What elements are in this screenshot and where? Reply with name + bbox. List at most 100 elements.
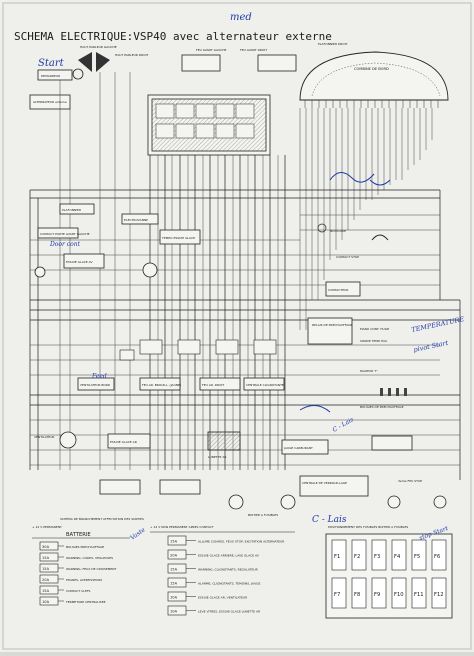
svg-text:COMBINE DE BORD: COMBINE DE BORD xyxy=(354,67,389,71)
fuse-slot-label: F8 xyxy=(354,592,360,598)
essuie-glace-ar-box xyxy=(107,433,151,449)
stop-lamp-icon xyxy=(387,495,401,509)
fuse-row-permanent: 20A PHARES, AVERTISSEURS xyxy=(39,574,102,584)
right-bus-wires xyxy=(299,108,433,330)
label-electrovanne: ELECTROVANNE xyxy=(124,218,148,222)
label-contact-stop: CONTACT STOP xyxy=(336,255,359,259)
handwritten-door: Door cont xyxy=(49,241,81,248)
label-essuie-glace-av: ESSUIE GLACE AV xyxy=(66,260,94,264)
fuse-slot: F7 xyxy=(331,577,347,609)
label-nivocode: NIVOCODE xyxy=(330,229,346,233)
fuse-rating: 10A xyxy=(170,596,178,600)
electrovanne-box xyxy=(121,213,159,225)
page-border xyxy=(2,2,472,650)
label-alternateur: ALTERNATEUR externe xyxy=(33,100,67,104)
label-feu-ar-droit: FEU AR. DROIT xyxy=(202,383,224,387)
combine-de-bord: COMBINE DE BORD xyxy=(299,51,449,101)
glow-plug-icons xyxy=(380,388,407,396)
jauge-box xyxy=(281,439,329,455)
fuse-slot: F1 xyxy=(331,539,347,571)
fuse-label: CONTACT CLEFS xyxy=(66,589,91,593)
fuse-slot-label: F2 xyxy=(354,554,360,560)
ink-scribble-2 xyxy=(369,179,391,186)
label-haut-parleur-droit: HAUT PARLEUR DROIT xyxy=(115,53,148,57)
washer-pump-icon xyxy=(34,266,46,278)
starter-motor-icon xyxy=(72,68,84,80)
ventilateur-bord-box xyxy=(77,377,115,391)
fuse-slot: F3 xyxy=(371,539,387,571)
fuse-rating: 15A xyxy=(42,589,50,593)
essuie-glace-av-box xyxy=(63,253,105,269)
label-haut-parleur-gauche: HAUT PARLEUR GAUCHE xyxy=(80,45,117,49)
tempo-box xyxy=(159,229,201,245)
label-feu-avant-droit: FEU AVANT DROIT xyxy=(240,48,267,52)
nivocode-icon xyxy=(317,223,327,233)
fuse-slot: F8 xyxy=(351,577,367,609)
connector-blocks xyxy=(119,339,277,361)
fuse-row-permanent: 15A CONTACT CLEFS xyxy=(39,585,91,595)
handwritten-feed: Feed xyxy=(91,373,107,380)
label-mano-huile: MANO CONT. HUILE xyxy=(360,327,389,331)
label-contacteur: CONTACTEUR xyxy=(328,288,348,292)
label-schema-fusibles: SCHEMA DE BRANCHEMENT AFFECTATION DES SO… xyxy=(60,517,144,521)
feu-ar-droit-box xyxy=(199,377,241,391)
handwritten-c-lais-top: C - Lais xyxy=(332,416,355,434)
lunette-ar-box xyxy=(207,431,241,451)
main-harness xyxy=(29,155,461,480)
label-essuie-ar: ESSUIE GLACE AR xyxy=(110,440,137,444)
label-boitier-fusibles: BOITIER A FUSIBLES xyxy=(248,513,278,517)
label-tempo: TEMPO ESSUIE GLACE xyxy=(161,236,195,240)
fuse-slot: F11 xyxy=(411,577,427,609)
feu-ar-gauche-box xyxy=(139,377,181,391)
handwritten-med: med xyxy=(230,12,252,23)
svg-text:POSITIONNEMENT DES FUSIBLES BO: POSITIONNEMENT DES FUSIBLES BOITIER A FU… xyxy=(328,525,408,529)
label-plafonnier-droit: PLAFONNIER DROIT xyxy=(318,42,348,46)
fuse-slot: F12 xyxy=(431,577,447,609)
fuse-label: ALARME, CLIGNOTANTS, TEMOINS, JAUGE xyxy=(198,582,260,586)
fuse-label: WARNING, CLIGNOTANTS, REGULATEUR xyxy=(198,568,258,572)
gauge-pins xyxy=(304,100,439,108)
label-centrale-clignotante: CENTRALE CLIGNOTANTE xyxy=(246,383,284,387)
diagram-title: SCHEMA ELECTRIQUE:VSP40 avec alternateur… xyxy=(14,30,332,43)
fuse-slot-label: F4 xyxy=(394,554,401,560)
plafonnier-box xyxy=(59,203,95,215)
label-relais: RELAIS DE PRECHAUFFAGE xyxy=(312,323,353,327)
label-sonde-eau: SONDE TEMP. EAU xyxy=(360,339,387,343)
horn-left-icon xyxy=(78,52,110,72)
fuse-rating: 15A xyxy=(42,556,50,560)
label-contact-porte: CONTACT PORTE AVANT GAUCHE xyxy=(40,232,90,236)
contact-stop-icon xyxy=(371,234,389,241)
fuse-rating: 10A xyxy=(42,600,50,604)
leve-vitre-gauche-box xyxy=(99,479,141,495)
fuse-slot-label: F7 xyxy=(334,592,340,598)
lock-motor-icon xyxy=(433,495,447,509)
fuse-rating: 20A xyxy=(42,578,50,582)
label-feu-avant-gauche: FEU AVANT GAUCHE xyxy=(196,48,226,52)
svg-text:BATTERIE: BATTERIE xyxy=(66,532,91,538)
handwritten-pivot: pivot Start xyxy=(413,339,449,354)
label-bougies: BOUGIES DE PRECHAUFFAGE xyxy=(360,405,404,409)
window-motor-right-icon xyxy=(280,494,296,510)
fuse-slot: F9 xyxy=(371,577,387,609)
wiper-motor-icon xyxy=(142,262,158,278)
fuse-slot-label: F5 xyxy=(414,554,420,560)
leve-vitre-droit-box xyxy=(159,479,201,495)
label-feu-ar-gauche: FEU AR. BROUILL. (JAUNE) xyxy=(142,383,181,387)
demarreur-box xyxy=(37,69,73,81)
label-ventilateur: VENTILATEUR xyxy=(34,435,54,439)
label-ventilateur-bord: VENTILATEUR BORD xyxy=(80,383,111,387)
fuse-label: PHARES, AVERTISSEURS xyxy=(66,578,102,582)
ink-scribble-3 xyxy=(299,405,331,413)
centrale-clignotante-box xyxy=(243,377,285,391)
fuse-label: FERMETURE CENTRALISEE xyxy=(66,600,106,604)
label-demarreur: DEMARREUR xyxy=(41,74,60,78)
